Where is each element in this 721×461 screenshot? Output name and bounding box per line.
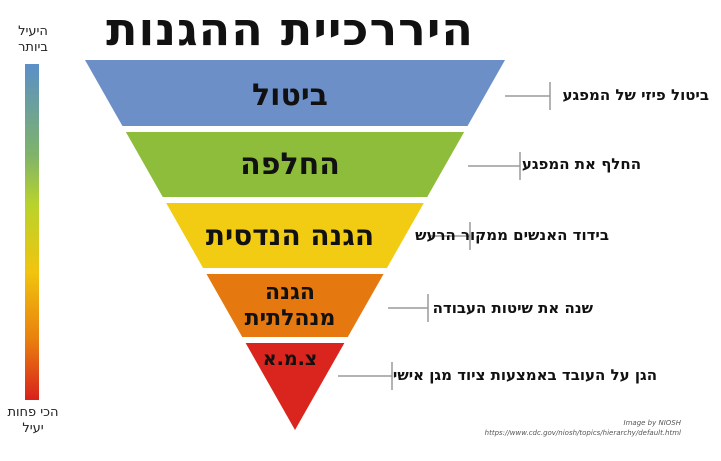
credit-url: https://www.cdc.gov/niosh/topics/hierarc… xyxy=(484,429,681,437)
level-label-engineering-controls: הגנה הנדסית xyxy=(205,219,375,252)
funnel-tier-elimination xyxy=(85,60,505,126)
page-title: היררכיית ההגנות xyxy=(106,2,474,56)
connector-line-ppe xyxy=(338,362,393,390)
scale-bottom-label: הכי פחות יעיל xyxy=(7,405,59,436)
description-ppe: הגן על העובד באמצעות ציוד מגן אישי xyxy=(392,366,657,384)
image-credit: Image by NIOSH https://www.cdc.gov/niosh… xyxy=(401,418,681,438)
level-label-elimination: ביטול xyxy=(252,78,328,113)
funnel-tier-ppe xyxy=(245,343,345,430)
level-label-ppe: צ.מ.א xyxy=(262,348,318,370)
credit-source: Image by NIOSH xyxy=(623,419,681,427)
funnel-tier-substitution xyxy=(125,132,465,197)
level-label-administrative-controls: הגנה מנהלתית xyxy=(244,280,336,331)
connector-line-elimination xyxy=(505,82,551,110)
description-elimination: ביטול פיזי של המפגע xyxy=(562,86,709,104)
connector-line-administrative-controls xyxy=(388,294,429,322)
description-substitution: החלף את המפגע xyxy=(521,155,641,173)
funnel-tier-engineering-controls xyxy=(166,203,424,268)
connector-line-engineering-controls xyxy=(430,222,471,250)
connector-line-substitution xyxy=(468,152,521,180)
effectiveness-scale-bar xyxy=(25,64,39,400)
description-engineering-controls: בידוד האנשים ממקור הרעש xyxy=(415,226,609,244)
funnel-tier-administrative-controls xyxy=(206,274,384,337)
description-administrative-controls: שנה את שיטות העבודה xyxy=(432,299,593,317)
level-label-substitution: החלפה xyxy=(240,147,340,182)
scale-top-label: היעיל ביותר xyxy=(18,24,48,55)
